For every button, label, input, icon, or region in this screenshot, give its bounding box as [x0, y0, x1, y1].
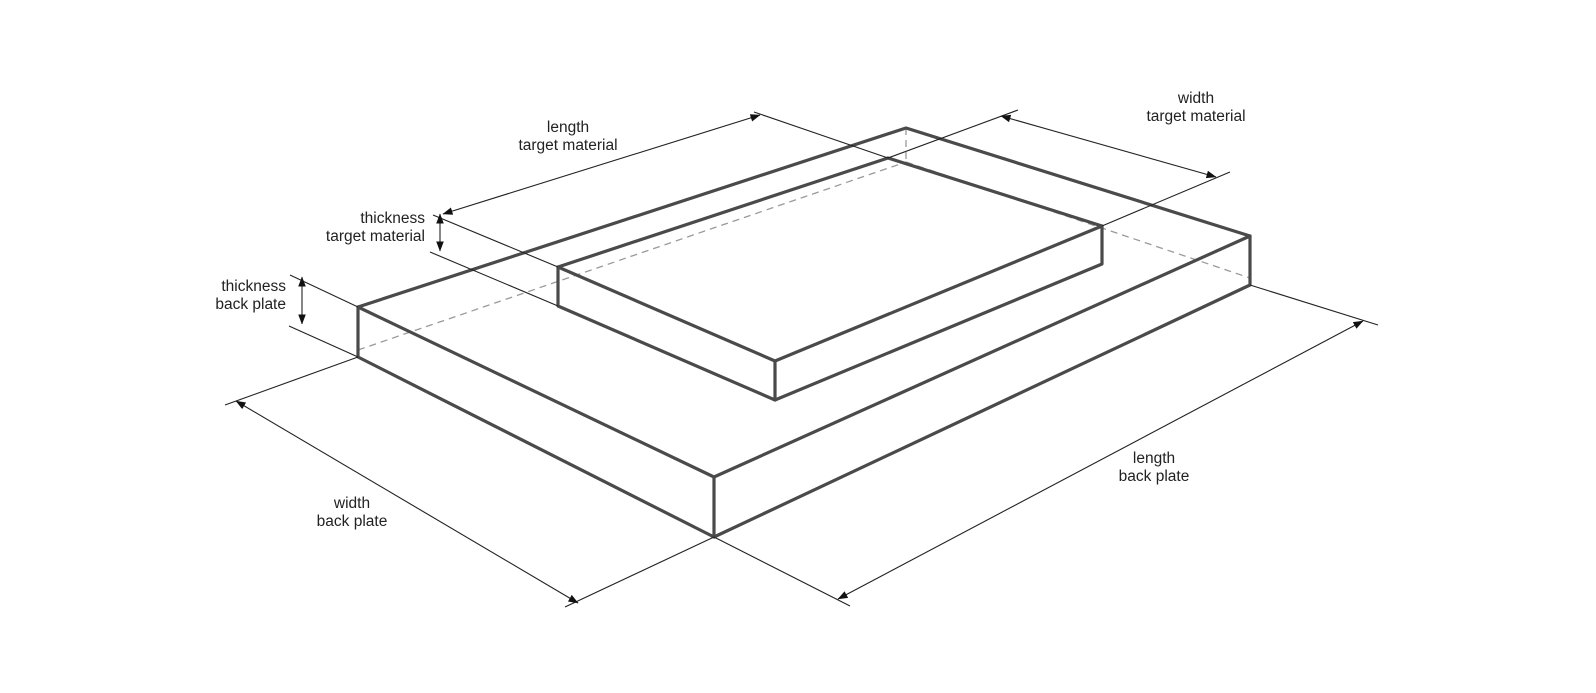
target-front-left-face — [556, 265, 777, 402]
target-front-right-face — [773, 224, 1104, 402]
dimension-lines — [235, 114, 1364, 604]
back-plate-front-left-face — [356, 305, 716, 539]
back-plate-hidden-edge-left — [357, 161, 907, 351]
target-material — [556, 156, 1104, 402]
label-length-back-plate: length back plate — [1118, 450, 1190, 485]
label-width-back-plate: width back plate — [316, 495, 388, 530]
dim-length-target-material — [442, 114, 761, 215]
label-width-target-material: width target material — [1146, 90, 1246, 125]
label-thickness-back-plate: thickness back plate — [215, 278, 286, 313]
dim-width-target-material — [1000, 114, 1217, 179]
back-plate — [356, 126, 1252, 539]
dim-length-back-plate — [837, 320, 1364, 600]
label-thickness-target-material: thickness target material — [325, 210, 425, 245]
label-length-target-material: length target material — [518, 119, 618, 154]
extension-lines — [224, 109, 1379, 608]
dim-width-back-plate — [235, 400, 579, 604]
back-plate-front-right-face — [712, 234, 1252, 539]
